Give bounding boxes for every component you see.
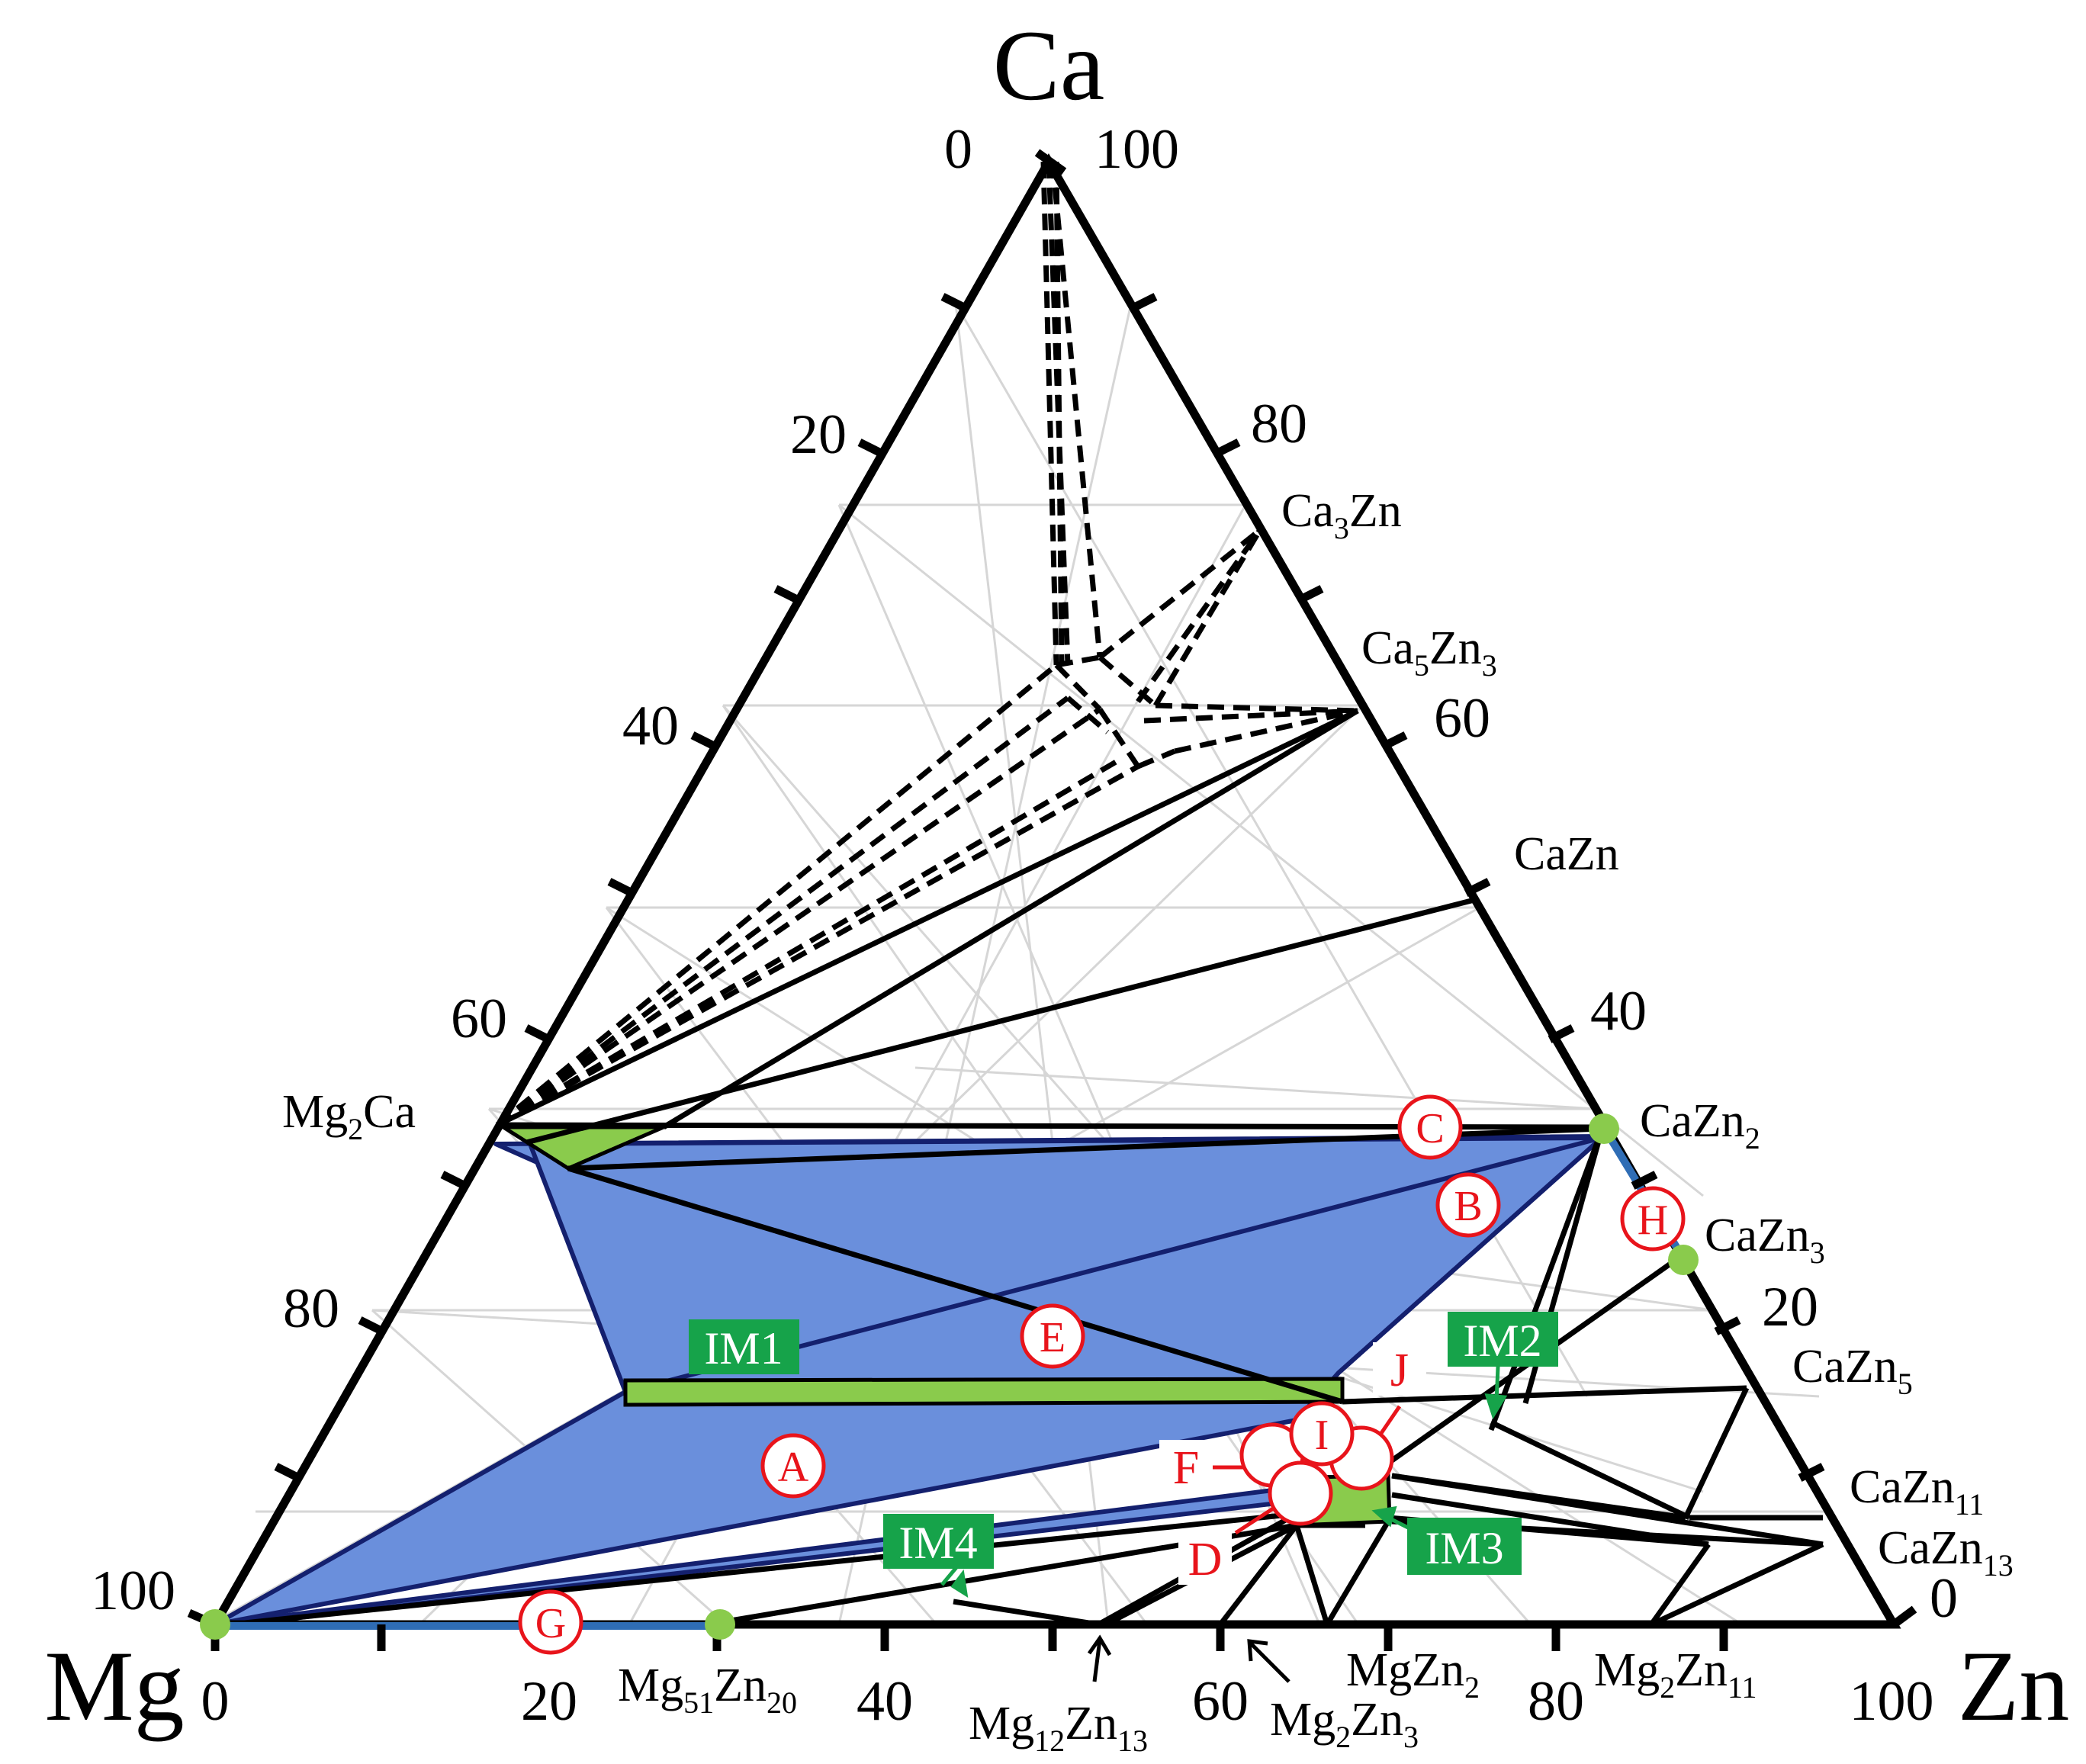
phase-label-mg2zn3: Mg2Zn3	[1270, 1694, 1419, 1754]
label-box-d: D	[1178, 1531, 1232, 1586]
tick-label-left: 20	[790, 403, 847, 466]
tick-label-left: 60	[451, 988, 507, 1050]
region-label-im4: IM4	[883, 1514, 994, 1569]
svg-text:IM1: IM1	[704, 1323, 783, 1374]
svg-text:I: I	[1315, 1412, 1329, 1459]
phase-label-mg2ca: Mg2Ca	[282, 1086, 416, 1146]
svg-text:B: B	[1454, 1183, 1482, 1230]
phase-label-ca3zn: Ca3Zn	[1281, 485, 1402, 545]
region-label-im1: IM1	[689, 1319, 799, 1374]
svg-text:G: G	[535, 1600, 566, 1647]
corner-label-ca: Ca	[993, 9, 1105, 121]
tick-label-left: 0	[944, 118, 972, 181]
green-band-im1	[623, 1377, 1345, 1407]
mg51zn20-dot	[705, 1609, 735, 1640]
tick-label-bottom: 80	[1528, 1670, 1584, 1733]
tick-label-bottom: 20	[521, 1670, 577, 1733]
phase-label-cazn: CaZn	[1514, 828, 1619, 880]
svg-text:F: F	[1173, 1442, 1199, 1494]
phase-label-mg2zn11: Mg2Zn11	[1594, 1644, 1757, 1705]
tick-label-right: 0	[1930, 1567, 1958, 1630]
label-box-j: J	[1373, 1342, 1426, 1396]
phase-label-cazn11: CaZn11	[1850, 1461, 1984, 1521]
tick-label-right: 100	[1094, 118, 1179, 181]
green-pointer-arrows	[940, 1349, 1508, 1599]
svg-text:C: C	[1416, 1105, 1444, 1152]
phase-label-cazn2: CaZn2	[1640, 1095, 1760, 1155]
svg-text:A: A	[778, 1444, 809, 1491]
phase-label-mg51zn20: Mg51Zn20	[618, 1660, 797, 1720]
circle-marker-b: B	[1435, 1172, 1501, 1238]
tick-label-bottom: 0	[201, 1670, 230, 1733]
tick-label-left: 40	[622, 695, 679, 757]
cazn2-dot	[1589, 1113, 1619, 1144]
tick-label-bottom: 100	[1850, 1670, 1934, 1733]
tick-label-right: 80	[1251, 393, 1307, 455]
tick-label-right: 60	[1434, 687, 1490, 750]
svg-text:IM4: IM4	[898, 1518, 977, 1568]
bottom-pointer-arrows	[1087, 1634, 1290, 1683]
tie-lines	[214, 708, 1824, 1629]
label-box-f: F	[1159, 1440, 1213, 1494]
tick-label-bottom: 40	[857, 1670, 913, 1733]
circle-marker-e: E	[1020, 1303, 1085, 1369]
dashed-tie-lines	[495, 161, 1358, 1128]
phase-label-ca5zn3: Ca5Zn3	[1361, 622, 1497, 683]
cazn3-dot	[1668, 1245, 1699, 1275]
corner-label-zn: Zn	[1958, 1630, 2070, 1742]
tick-label-bottom: 60	[1192, 1670, 1249, 1733]
svg-text:D: D	[1188, 1534, 1223, 1586]
circle-marker-d	[1268, 1460, 1333, 1526]
phase-label-mg12zn13: Mg12Zn13	[969, 1698, 1148, 1758]
circle-marker-g: G	[518, 1589, 583, 1655]
tick-label-right: 20	[1762, 1276, 1818, 1338]
phase-label-cazn3: CaZn3	[1705, 1210, 1825, 1270]
phase-label-cazn13: CaZn13	[1878, 1522, 2014, 1582]
mg-corner-dot	[200, 1609, 230, 1640]
corner-label-mg: Mg	[44, 1630, 184, 1742]
svg-text:IM3: IM3	[1425, 1523, 1503, 1573]
circle-marker-c: C	[1397, 1094, 1463, 1160]
phase-label-cazn5: CaZn5	[1792, 1341, 1913, 1401]
svg-text:J: J	[1390, 1345, 1409, 1396]
phase-label-mgzn2: MgZn2	[1346, 1644, 1480, 1705]
circle-marker-a: A	[760, 1433, 826, 1499]
region-label-im2: IM2	[1448, 1312, 1558, 1367]
tick-label-left: 100	[91, 1560, 175, 1622]
svg-text:IM2: IM2	[1463, 1316, 1541, 1366]
region-label-im3: IM3	[1407, 1518, 1522, 1575]
circle-marker-h: H	[1620, 1186, 1686, 1252]
tick-label-right: 40	[1590, 980, 1647, 1043]
svg-text:E: E	[1040, 1314, 1065, 1361]
svg-text:H: H	[1638, 1197, 1668, 1244]
tick-label-left: 80	[283, 1277, 339, 1340]
circle-marker-i: I	[1289, 1401, 1355, 1467]
